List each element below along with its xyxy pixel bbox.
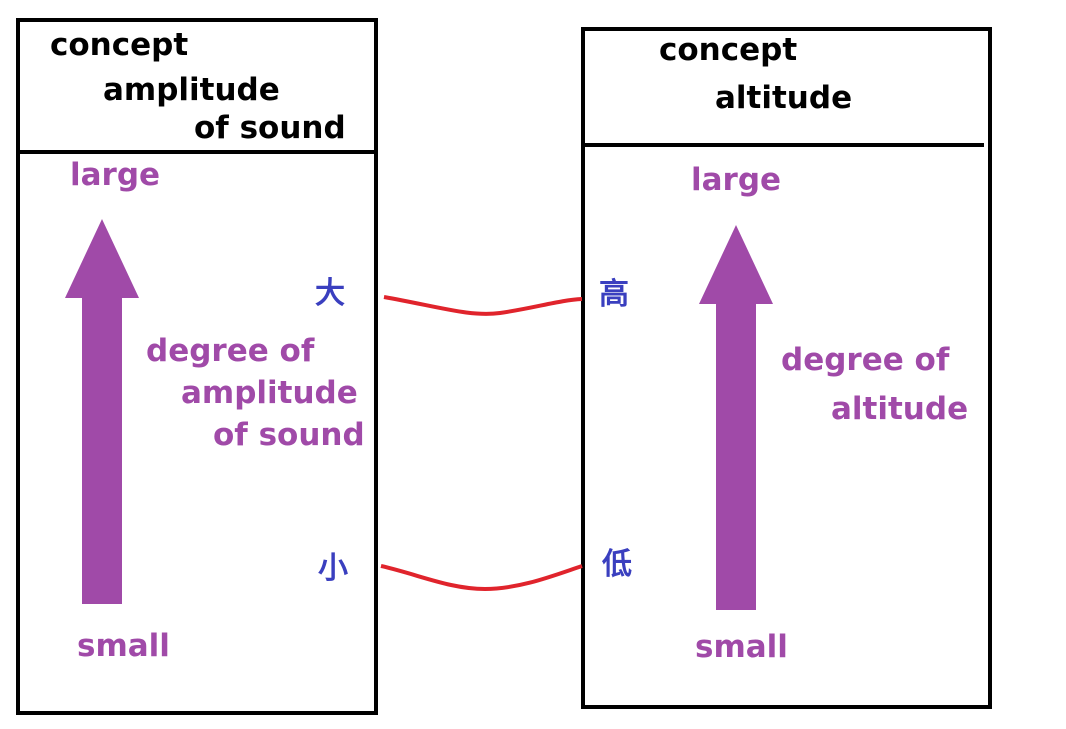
amplitude-high-mark: 大 [315, 276, 345, 311]
amplitude-header-line-2: amplitude [103, 72, 280, 108]
altitude-header-line-2: altitude [715, 80, 853, 116]
altitude-high-mark: 高 [599, 277, 629, 312]
amplitude-concept-box [16, 18, 378, 715]
amplitude-header-divider [16, 150, 378, 154]
amplitude-up-arrow [65, 219, 139, 604]
altitude-concept-box [581, 27, 992, 709]
altitude-low-mark: 低 [602, 547, 632, 582]
altitude-header-line-1: concept [659, 32, 798, 68]
amplitude-degree-line-3: of sound [213, 417, 365, 453]
amplitude-degree-line-1: degree of [146, 333, 315, 369]
high-connector-line [383, 295, 583, 316]
amplitude-large-label: large [70, 157, 161, 193]
altitude-large-label: large [691, 162, 782, 198]
amplitude-low-mark: 小 [318, 551, 348, 586]
amplitude-degree-line-2: amplitude [181, 375, 358, 411]
amplitude-header-line-3: of sound [194, 110, 346, 146]
amplitude-header-line-1: concept [50, 27, 189, 63]
altitude-up-arrow [699, 225, 773, 610]
low-connector-line [380, 564, 583, 592]
altitude-header-divider [581, 143, 984, 147]
altitude-degree-line-1: degree of [781, 342, 950, 378]
altitude-small-label: small [695, 629, 788, 665]
altitude-degree-line-2: altitude [831, 391, 969, 427]
amplitude-small-label: small [77, 628, 170, 664]
